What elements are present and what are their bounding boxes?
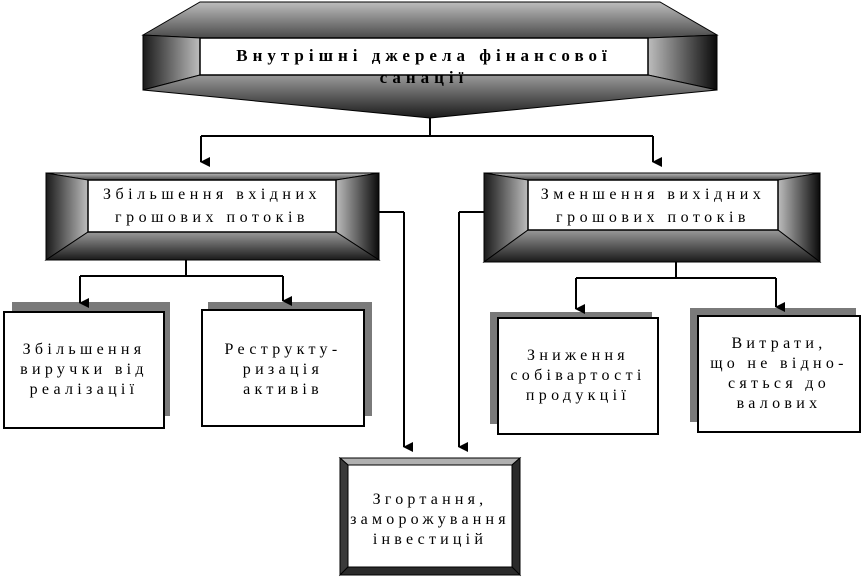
decrease-outflows-box (482, 172, 822, 264)
non-gross-costs-label: Витрати, що не відно- сяться до валових (710, 335, 848, 412)
cost-reduction-label: Зниження собівартості продукції (510, 347, 646, 404)
cost-reduction-box (497, 317, 659, 435)
decrease-outflows-label: Зменшення вихідних грошових потоків (540, 186, 766, 226)
title-box (141, 1, 719, 119)
asset-restructuring-label: Реструкту- ризація активів (224, 341, 342, 398)
revenue-growth-box (3, 311, 165, 429)
increase-inflows-box (44, 172, 381, 261)
title-label: Внутрішні джерела фінансової санації (236, 46, 612, 87)
non-gross-costs-box (697, 315, 861, 433)
asset-restructuring-box (201, 309, 365, 427)
connectors (79, 118, 785, 452)
increase-inflows-label: Збільшення вхідних грошових потоків (102, 186, 322, 226)
revenue-growth-label: Збільшення виручки від реалізації (20, 341, 148, 398)
investment-curtailment-label: Згортання, заморожування інвестицій (350, 491, 510, 548)
investment-box (338, 456, 522, 577)
